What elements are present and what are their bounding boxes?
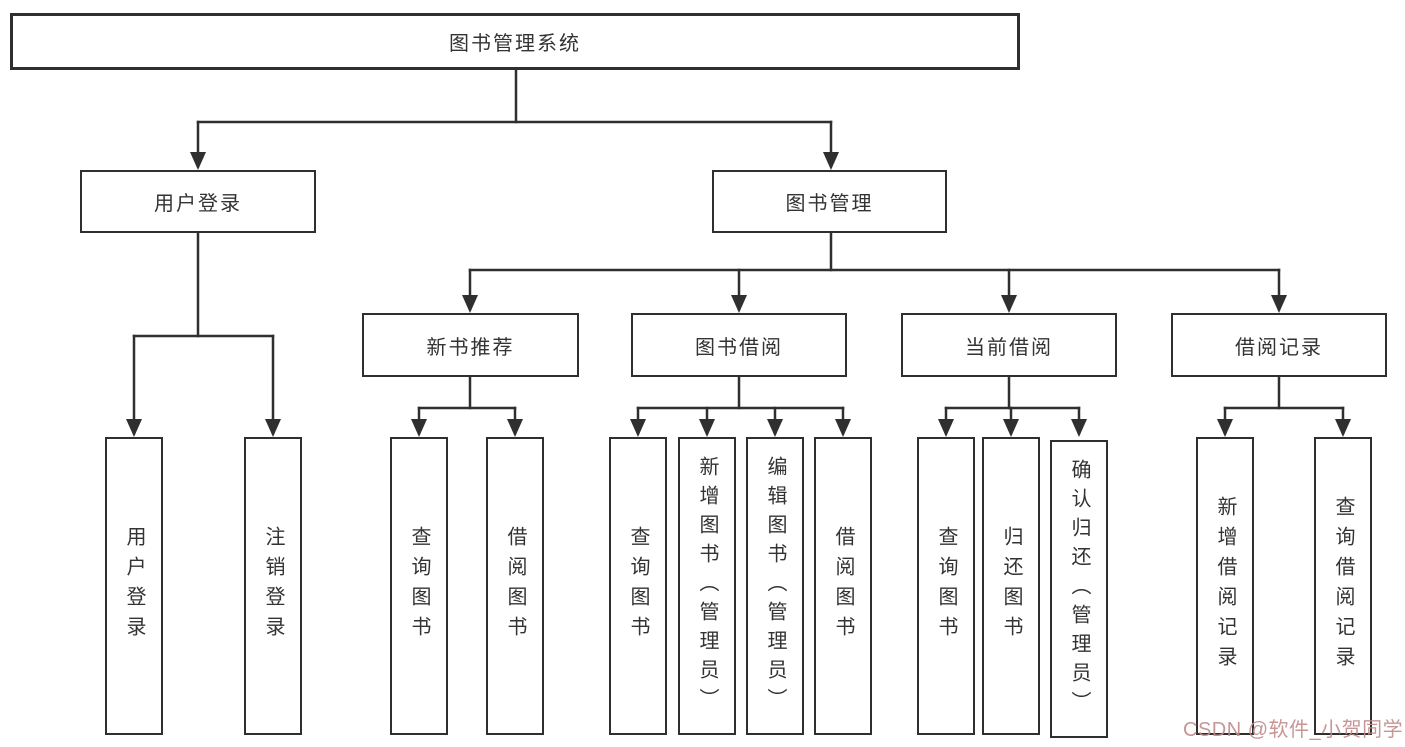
leaf-logout: 注销登录 [244,437,302,735]
leaf-borrow-books-recommend: 借阅图书 [486,437,544,735]
node-book-borrowing: 图书借阅 [631,313,847,377]
leaf-edit-books-admin: 编辑图书（管理员） [746,437,804,735]
leaf-add-books-admin: 新增图书（管理员） [678,437,736,735]
node-user-login: 用户登录 [80,170,316,233]
leaf-confirm-return-admin: 确认归还（管理员） [1050,440,1108,738]
arrowheads [126,152,1351,437]
node-new-book-recommend: 新书推荐 [362,313,579,377]
leaf-query-borrow-record: 查询借阅记录 [1314,437,1372,735]
leaf-query-books-current: 查询图书 [917,437,975,735]
csdn-watermark: CSDN @软件_小贺同学 [1183,719,1404,741]
node-current-borrowing: 当前借阅 [901,313,1117,377]
leaf-borrow-books-borrowing: 借阅图书 [814,437,872,735]
leaf-query-books-recommend: 查询图书 [390,437,448,735]
connector-lines [132,68,1345,435]
leaf-user-login: 用户登录 [105,437,163,735]
node-borrowing-records: 借阅记录 [1171,313,1387,377]
leaf-query-books-borrowing: 查询图书 [609,437,667,735]
node-book-management: 图书管理 [712,170,947,233]
leaf-add-borrow-record: 新增借阅记录 [1196,437,1254,735]
node-root: 图书管理系统 [10,13,1020,70]
leaf-return-books: 归还图书 [982,437,1040,735]
